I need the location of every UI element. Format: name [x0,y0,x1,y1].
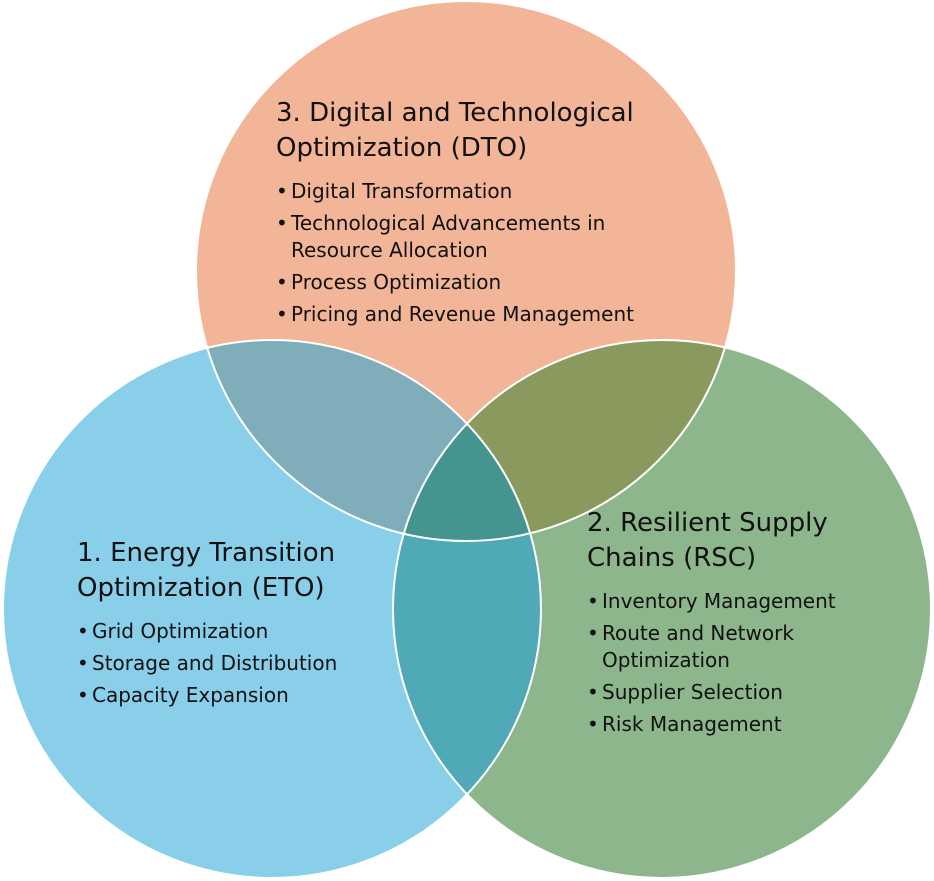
dto-item: Digital Transformation [276,178,696,205]
rsc-item: Route and Network Optimization [587,620,887,674]
dto-title: 3. Digital and Technological Optimizatio… [276,98,634,163]
eto-item: Capacity Expansion [77,682,377,709]
rsc-item: Risk Management [587,711,887,738]
dto-bullet-list: Digital Transformation Technological Adv… [276,178,696,328]
rsc-bullet-list: Inventory Management Route and Network O… [587,588,887,738]
eto-title: 1. Energy Transition Optimization (ETO) [77,538,336,603]
dto-eto-overlap [196,340,541,541]
rsc-title: 2. Resilient Supply Chains (RSC) [587,508,828,573]
dto-rsc-overlap [393,340,736,541]
rsc-item: Supplier Selection [587,679,887,706]
rsc-item: Inventory Management [587,588,887,615]
eto-item: Grid Optimization [77,618,377,645]
eto-item: Storage and Distribution [77,650,377,677]
dto-item: Technological Advancements in Resource A… [276,210,696,264]
rsc-text-block: 2. Resilient Supply Chains (RSC) Invento… [587,506,887,743]
dto-item: Pricing and Revenue Management [276,301,696,328]
eto-bullet-list: Grid Optimization Storage and Distributi… [77,618,377,709]
dto-item: Process Optimization [276,269,696,296]
dto-text-block: 3. Digital and Technological Optimizatio… [276,96,696,333]
eto-text-block: 1. Energy Transition Optimization (ETO) … [77,536,377,714]
